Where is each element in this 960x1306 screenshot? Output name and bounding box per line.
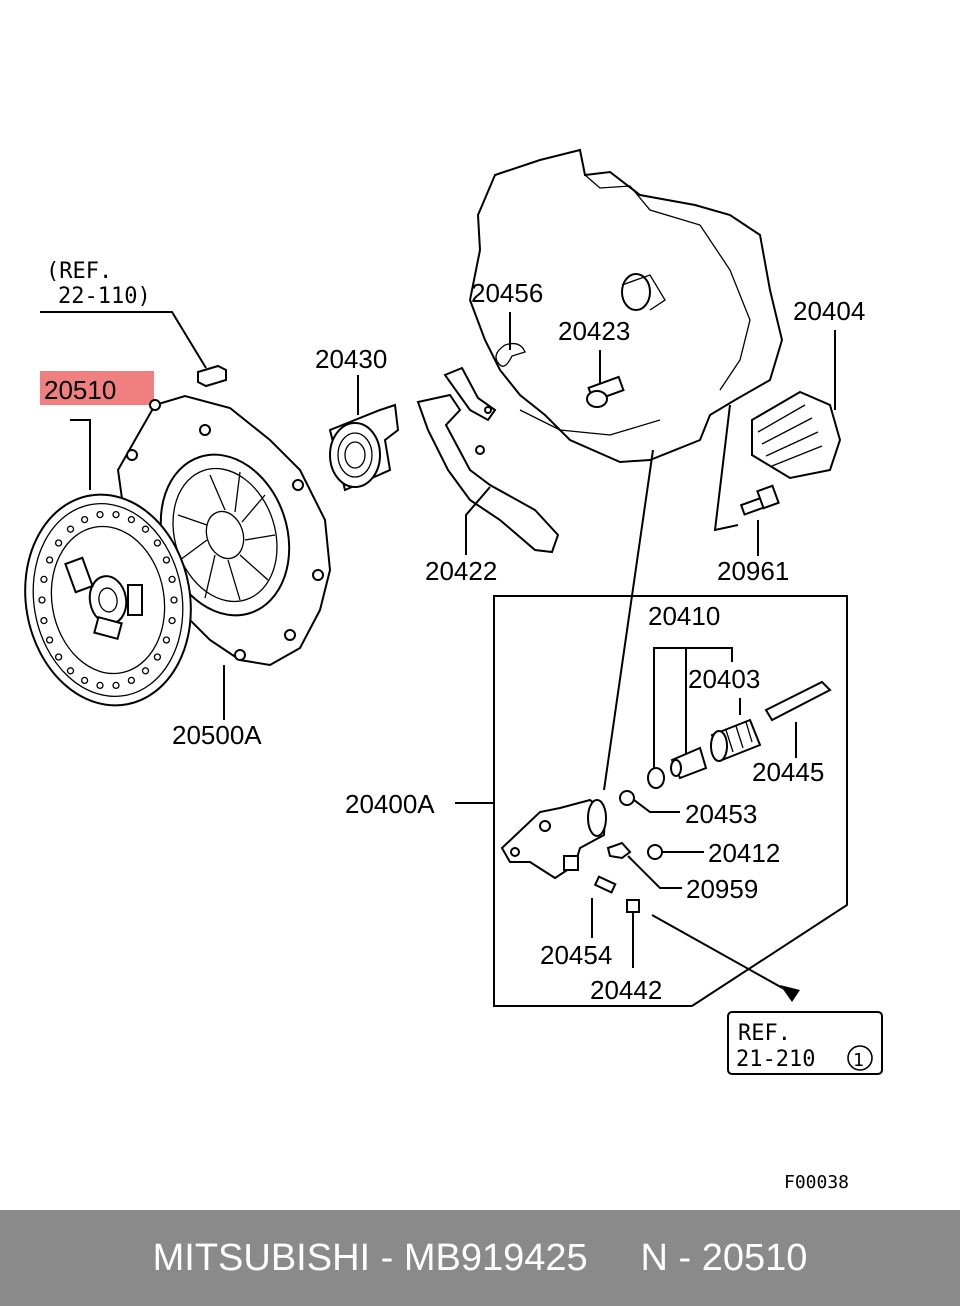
piston-cup: [647, 767, 665, 789]
disc-hole: [112, 510, 120, 519]
transmission-housing: [468, 148, 784, 464]
label-20410[interactable]: 20410: [648, 601, 720, 631]
circle-1-icon: [847, 1045, 873, 1071]
bolt-20961: [739, 484, 780, 516]
highlight-box: [40, 371, 154, 405]
label-20403[interactable]: 20403: [688, 664, 760, 694]
release-cylinder: [500, 798, 607, 880]
cylinder-boot: [710, 718, 762, 762]
label-20430[interactable]: 20430: [315, 344, 387, 374]
disc-hole: [153, 539, 162, 547]
label-20456[interactable]: 20456: [471, 278, 543, 308]
disc-hole: [141, 667, 150, 675]
disc-hole: [54, 653, 63, 661]
figure-code: F00038: [784, 1172, 849, 1193]
ref-21-210-line2: 21-210: [736, 1047, 815, 1072]
label-20422[interactable]: 20422: [425, 556, 497, 586]
disc-hole: [153, 653, 162, 661]
dust-boot: [751, 390, 842, 480]
disc-hole: [40, 616, 48, 625]
disc-hole: [96, 510, 104, 519]
ref-leader: [40, 311, 207, 369]
footer-part-number: MB919425: [403, 1236, 588, 1279]
ref-21-210-line1: REF.: [738, 1021, 791, 1046]
label-20510[interactable]: 20510: [44, 375, 116, 405]
disc-hole: [80, 676, 89, 685]
label-20453[interactable]: 20453: [685, 799, 757, 829]
disc-hole: [162, 636, 171, 644]
label-20400A[interactable]: 20400A: [345, 789, 435, 819]
label-20423[interactable]: 20423: [558, 316, 630, 346]
disc-hole: [80, 515, 89, 524]
disc-hole: [141, 525, 150, 533]
pivot-bolt: [586, 375, 625, 408]
release-bearing: [328, 403, 400, 492]
leader-housing-cylinder: [603, 449, 654, 791]
clutch-disc: [24, 493, 192, 707]
disc-hole: [45, 556, 54, 564]
leader-20410: [653, 647, 733, 770]
label-20445[interactable]: 20445: [752, 757, 824, 787]
cap-20412: [647, 844, 663, 860]
leader-20510: [70, 419, 91, 490]
label-20454[interactable]: 20454: [540, 940, 612, 970]
disc-hole: [112, 681, 120, 690]
bleeder-20959: [606, 841, 632, 860]
footer-text: MITSUBISHI - MB919425 N - 20510: [152, 1236, 808, 1279]
disc-hole: [66, 525, 75, 533]
piston-end: [670, 759, 682, 777]
disc-hole: [54, 539, 63, 547]
footer-brand: MITSUBISHI: [152, 1236, 371, 1279]
ref-22-110-line2: 22-110): [58, 284, 151, 309]
disc-hole: [170, 596, 178, 604]
disc-hole: [96, 681, 104, 690]
plug-20442: [626, 899, 640, 913]
disc-hole: [168, 616, 176, 625]
disc-hole: [66, 667, 75, 675]
arrow-icon: [780, 985, 800, 1002]
disc-hole: [40, 575, 48, 584]
leader-20453: [633, 799, 680, 813]
leader-ref-arrow: [651, 914, 787, 991]
disc-hole: [127, 676, 136, 685]
footer-ref: N - 20510: [640, 1236, 808, 1279]
leader-20959: [627, 855, 682, 889]
disc-hole: [168, 575, 176, 584]
label-20412[interactable]: 20412: [708, 838, 780, 868]
retainer-spring: [495, 342, 526, 367]
ref-circle-number: 1: [853, 1050, 864, 1071]
disc-hole: [45, 636, 54, 644]
leader-20422: [465, 486, 491, 555]
ref-21-210-box[interactable]: [727, 1011, 883, 1075]
disc-hole: [162, 556, 171, 564]
ref-22-110-line1: (REF.: [46, 259, 112, 284]
label-20404[interactable]: 20404: [793, 296, 865, 326]
disc-hole: [127, 515, 136, 524]
spring-20453: [619, 790, 635, 806]
exploded-parts-diagram: (REF. 22-110) 20510 20500A: [24, 148, 883, 1193]
push-rod: [764, 680, 832, 722]
label-20959[interactable]: 20959: [686, 874, 758, 904]
disc-hole: [38, 596, 46, 604]
footer-bar: MITSUBISHI - MB919425 N - 20510: [0, 1210, 960, 1306]
pilot-bushing: [197, 364, 227, 388]
label-20500A[interactable]: 20500A: [172, 720, 262, 750]
release-fork: [416, 366, 560, 554]
label-20442[interactable]: 20442: [590, 975, 662, 1005]
detail-box: [493, 595, 848, 1007]
label-20961[interactable]: 20961: [717, 556, 789, 586]
leader-boot-housing: [713, 404, 739, 532]
screw-20454: [593, 875, 617, 894]
